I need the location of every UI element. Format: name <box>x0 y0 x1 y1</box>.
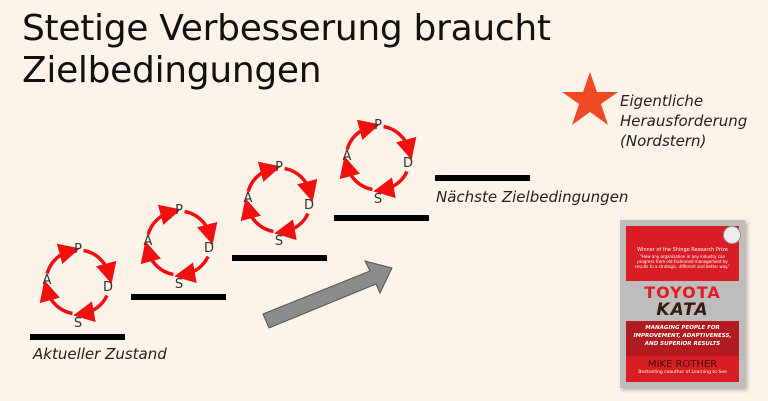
cycle-letter: A <box>43 273 52 288</box>
step-bar-5 <box>435 175 530 181</box>
slide-title: Stetige Verbesserung braucht Zielbedingu… <box>22 8 551 92</box>
north-star-icon <box>562 72 618 125</box>
title-line-1: Stetige Verbesserung braucht <box>22 8 551 49</box>
current-state-label: Aktueller Zustand <box>33 345 167 363</box>
book-top: Winner of the Shingo Research Prize "How… <box>626 226 739 281</box>
cycle-arrow <box>174 255 210 284</box>
book-title-1: TOYOTA <box>644 283 721 302</box>
cycle-letter: P <box>374 118 382 133</box>
cycle-arrow <box>373 170 409 199</box>
book-subtitle-line: MANAGING PEOPLE FOR <box>645 325 720 331</box>
pdsa-cycle-1: P D S A <box>39 242 117 331</box>
book-winner: Winner of the Shingo Research Prize <box>637 247 728 253</box>
north-star-line: Herausforderung <box>620 112 748 130</box>
cycle-arrow <box>39 280 73 316</box>
cycle-arrow <box>345 119 380 151</box>
cycle-letter: A <box>343 149 352 164</box>
cycle-arrow <box>383 124 417 160</box>
cycle-letter: A <box>244 191 253 206</box>
book-subtitle: MANAGING PEOPLE FOR IMPROVEMENT, ADAPTIV… <box>626 321 739 356</box>
step-bar-3 <box>232 255 327 261</box>
cycle-letter: D <box>403 156 413 171</box>
cycle-arrow <box>83 248 117 284</box>
book-author: MIKE ROTHER <box>647 359 718 370</box>
book-subtitle-line: AND SUPERIOR RESULTS <box>644 341 721 347</box>
book-subtitle-line: IMPROVEMENT, ADAPTIVENESS, <box>633 333 732 339</box>
toyota-kata-book-cover: Winner of the Shingo Research Prize "How… <box>620 220 745 388</box>
north-star-line: (Nordstern) <box>620 132 707 150</box>
cycle-letter: S <box>175 277 183 292</box>
step-bar-2 <box>131 294 226 300</box>
book-author-block: MIKE ROTHER Bestselling coauthor of Lear… <box>626 356 739 382</box>
cycle-letter: P <box>74 242 82 257</box>
cycle-arrow <box>140 241 174 277</box>
cycle-letter: D <box>304 198 314 213</box>
prize-seal-icon <box>723 226 741 244</box>
cycle-arrow <box>45 243 80 275</box>
cycle-arrow <box>284 166 318 202</box>
cycle-letter: P <box>275 160 283 175</box>
north-star-label: Eigentliche Herausforderung (Nordstern) <box>620 91 747 151</box>
cycle-arrow <box>274 212 310 241</box>
cycle-letter: S <box>275 234 283 249</box>
cycle-arrow <box>240 198 274 234</box>
next-target-label: Nächste Zielbedingungen <box>436 188 629 206</box>
north-star-line: Eigentliche <box>620 92 704 110</box>
cycle-arrow <box>246 161 281 193</box>
cycle-arrow <box>73 294 109 323</box>
step-bar-4 <box>334 215 429 221</box>
progress-arrow <box>262 260 393 329</box>
cycle-letter: D <box>103 280 113 295</box>
cycle-letter: S <box>74 316 82 331</box>
pdsa-cycle-2: P D S A <box>140 203 218 292</box>
title-line-2: Zielbedingungen <box>22 50 322 91</box>
cycle-arrow <box>339 156 373 192</box>
book-author-note: Bestselling coauthor of Learning to See <box>638 370 727 375</box>
cycle-letter: D <box>204 241 214 256</box>
cycle-letter: S <box>374 192 382 207</box>
step-bar-1 <box>30 334 125 340</box>
cycle-arrow <box>146 204 181 236</box>
pdsa-cycle-3: P D S A <box>240 160 318 249</box>
cycle-arrow <box>184 209 218 245</box>
book-quote: "How any organization in any industry ca… <box>634 254 731 269</box>
book-title-2: KATA <box>656 300 709 320</box>
pdsa-cycle-4: P D S A <box>339 118 417 207</box>
cycle-letter: A <box>144 234 153 249</box>
cycle-letter: P <box>175 203 183 218</box>
